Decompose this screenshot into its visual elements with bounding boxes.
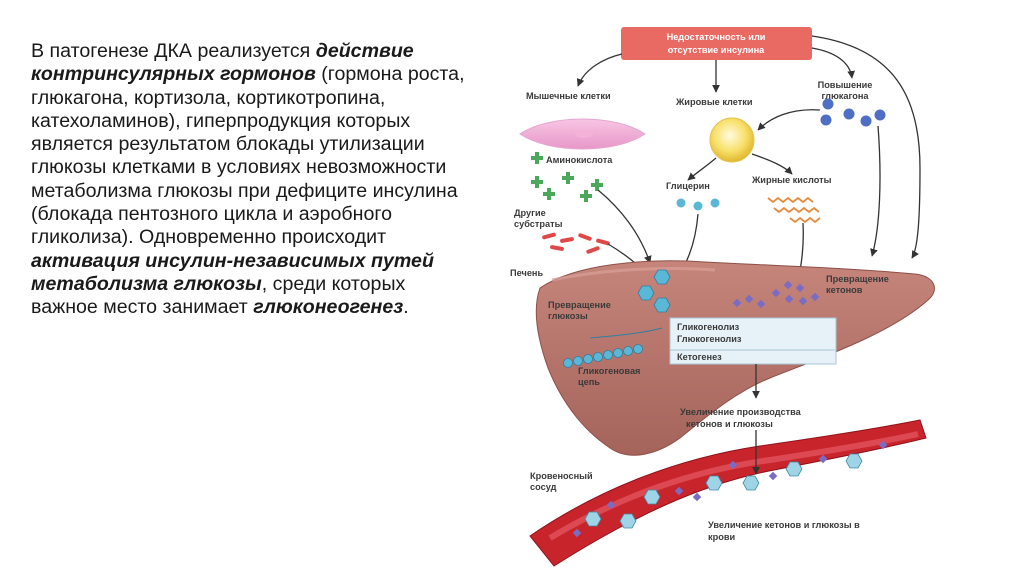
insulin-deficiency-box [621, 27, 812, 60]
muscle-cells-label: Мышечные клетки [526, 91, 611, 101]
arrow-amino-to-liver [597, 189, 652, 264]
pathogenesis-diagram: Недостаточность или отсутствие инсулина … [510, 27, 935, 567]
emphasis-gluconeogenesis: глюконеогенез [253, 296, 404, 319]
glycogen-chain [563, 344, 643, 368]
glucose-conversion-label-2: глюкозы [548, 311, 588, 321]
arrow-to-glucagon [811, 47, 855, 79]
blood-vessel [529, 419, 927, 567]
other-substrates-label-2: субстраты [514, 219, 563, 229]
production-label-1: Увеличение производства [680, 407, 802, 417]
glycogen-chain-label-2: цепь [578, 377, 600, 387]
arrow-glucagon-to-liver [870, 125, 881, 257]
amino-acid-icon [531, 152, 543, 164]
ketone-conversion-label-2: кетонов [826, 285, 863, 295]
glucagon-dots [820, 98, 886, 127]
vessel-label-1: Кровеносный [530, 471, 593, 481]
arrow-to-muscle [576, 53, 623, 87]
emphasis-hormones: действие контринсулярных гормонов [31, 40, 414, 86]
blood-increase-label-2: крови [708, 532, 735, 542]
ketone-conversion-label-1: Превращение [826, 274, 889, 284]
insulin-box-line-2: отсутствие инсулина [668, 45, 765, 55]
text-part-2: (гормона роста, глюкагона, кортизола, ко… [31, 63, 465, 249]
arrow-glucagon-to-fat [757, 109, 821, 131]
arrow-fat-to-fatty-acids [751, 153, 793, 175]
arrow-fat-to-glycerol [687, 157, 717, 181]
emphasis-pathways: активация инсулин-независимых путей мета… [31, 249, 434, 295]
amino-acid-label: Аминокислота [546, 155, 613, 165]
process-ketogenesis: Кетогенез [677, 352, 722, 362]
liver-label: Печень [510, 268, 543, 278]
process-glucogenolysis: Глюкогенолиз [677, 334, 742, 344]
liver-glucose-hexagons [637, 269, 671, 313]
glucagon-label-2: глюкагона [822, 91, 870, 101]
text-part-1: В патогенезе ДКА реализуется [31, 40, 316, 62]
amino-acid-group [531, 172, 603, 202]
process-glycogenolysis: Гликогенолиз [677, 322, 740, 332]
vessel-glucose-hexagons [584, 453, 863, 529]
glycerol-label: Глицерин [666, 181, 710, 191]
glucagon-label-1: Повышение [818, 80, 873, 90]
other-substrates-icons [542, 232, 610, 254]
fatty-acid-chain-3 [789, 216, 821, 224]
glycogen-chain-label-1: Гликогеновая [578, 366, 640, 376]
vessel-ketone-diamonds [572, 440, 888, 538]
muscle-cell-nucleus [575, 130, 593, 138]
glycerol-dots [676, 198, 720, 211]
fatty-acid-chain-1 [767, 196, 814, 204]
vessel-label-2: сосуд [530, 482, 557, 492]
fat-cells-label: Жировые клетки [675, 97, 753, 107]
process-box [669, 317, 837, 365]
liver-surface-shade [551, 266, 716, 282]
body-text: В патогенезе ДКА реализуется действие ко… [31, 40, 471, 320]
text-part-3: , среди которых важное место занимает [31, 272, 406, 319]
insulin-box-line-1: Недостаточность или [667, 32, 766, 42]
fatty-acid-chain-2 [773, 206, 820, 214]
liver-ketone-diamonds [732, 280, 820, 309]
production-label-2: кетонов и глюкозы [686, 419, 773, 429]
other-substrates-label-1: Другие [514, 208, 546, 218]
fat-cell-shape [709, 117, 755, 163]
fatty-acids-label: Жирные кислоты [751, 175, 832, 185]
glycogen-chain-link [589, 327, 663, 339]
glucose-conversion-label-1: Превращение [548, 300, 611, 310]
arrow-to-ketone-conversion [811, 35, 921, 259]
blood-increase-label-1: Увеличение кетонов и глюкозы в [708, 520, 860, 530]
text-part-4: . [403, 296, 409, 319]
